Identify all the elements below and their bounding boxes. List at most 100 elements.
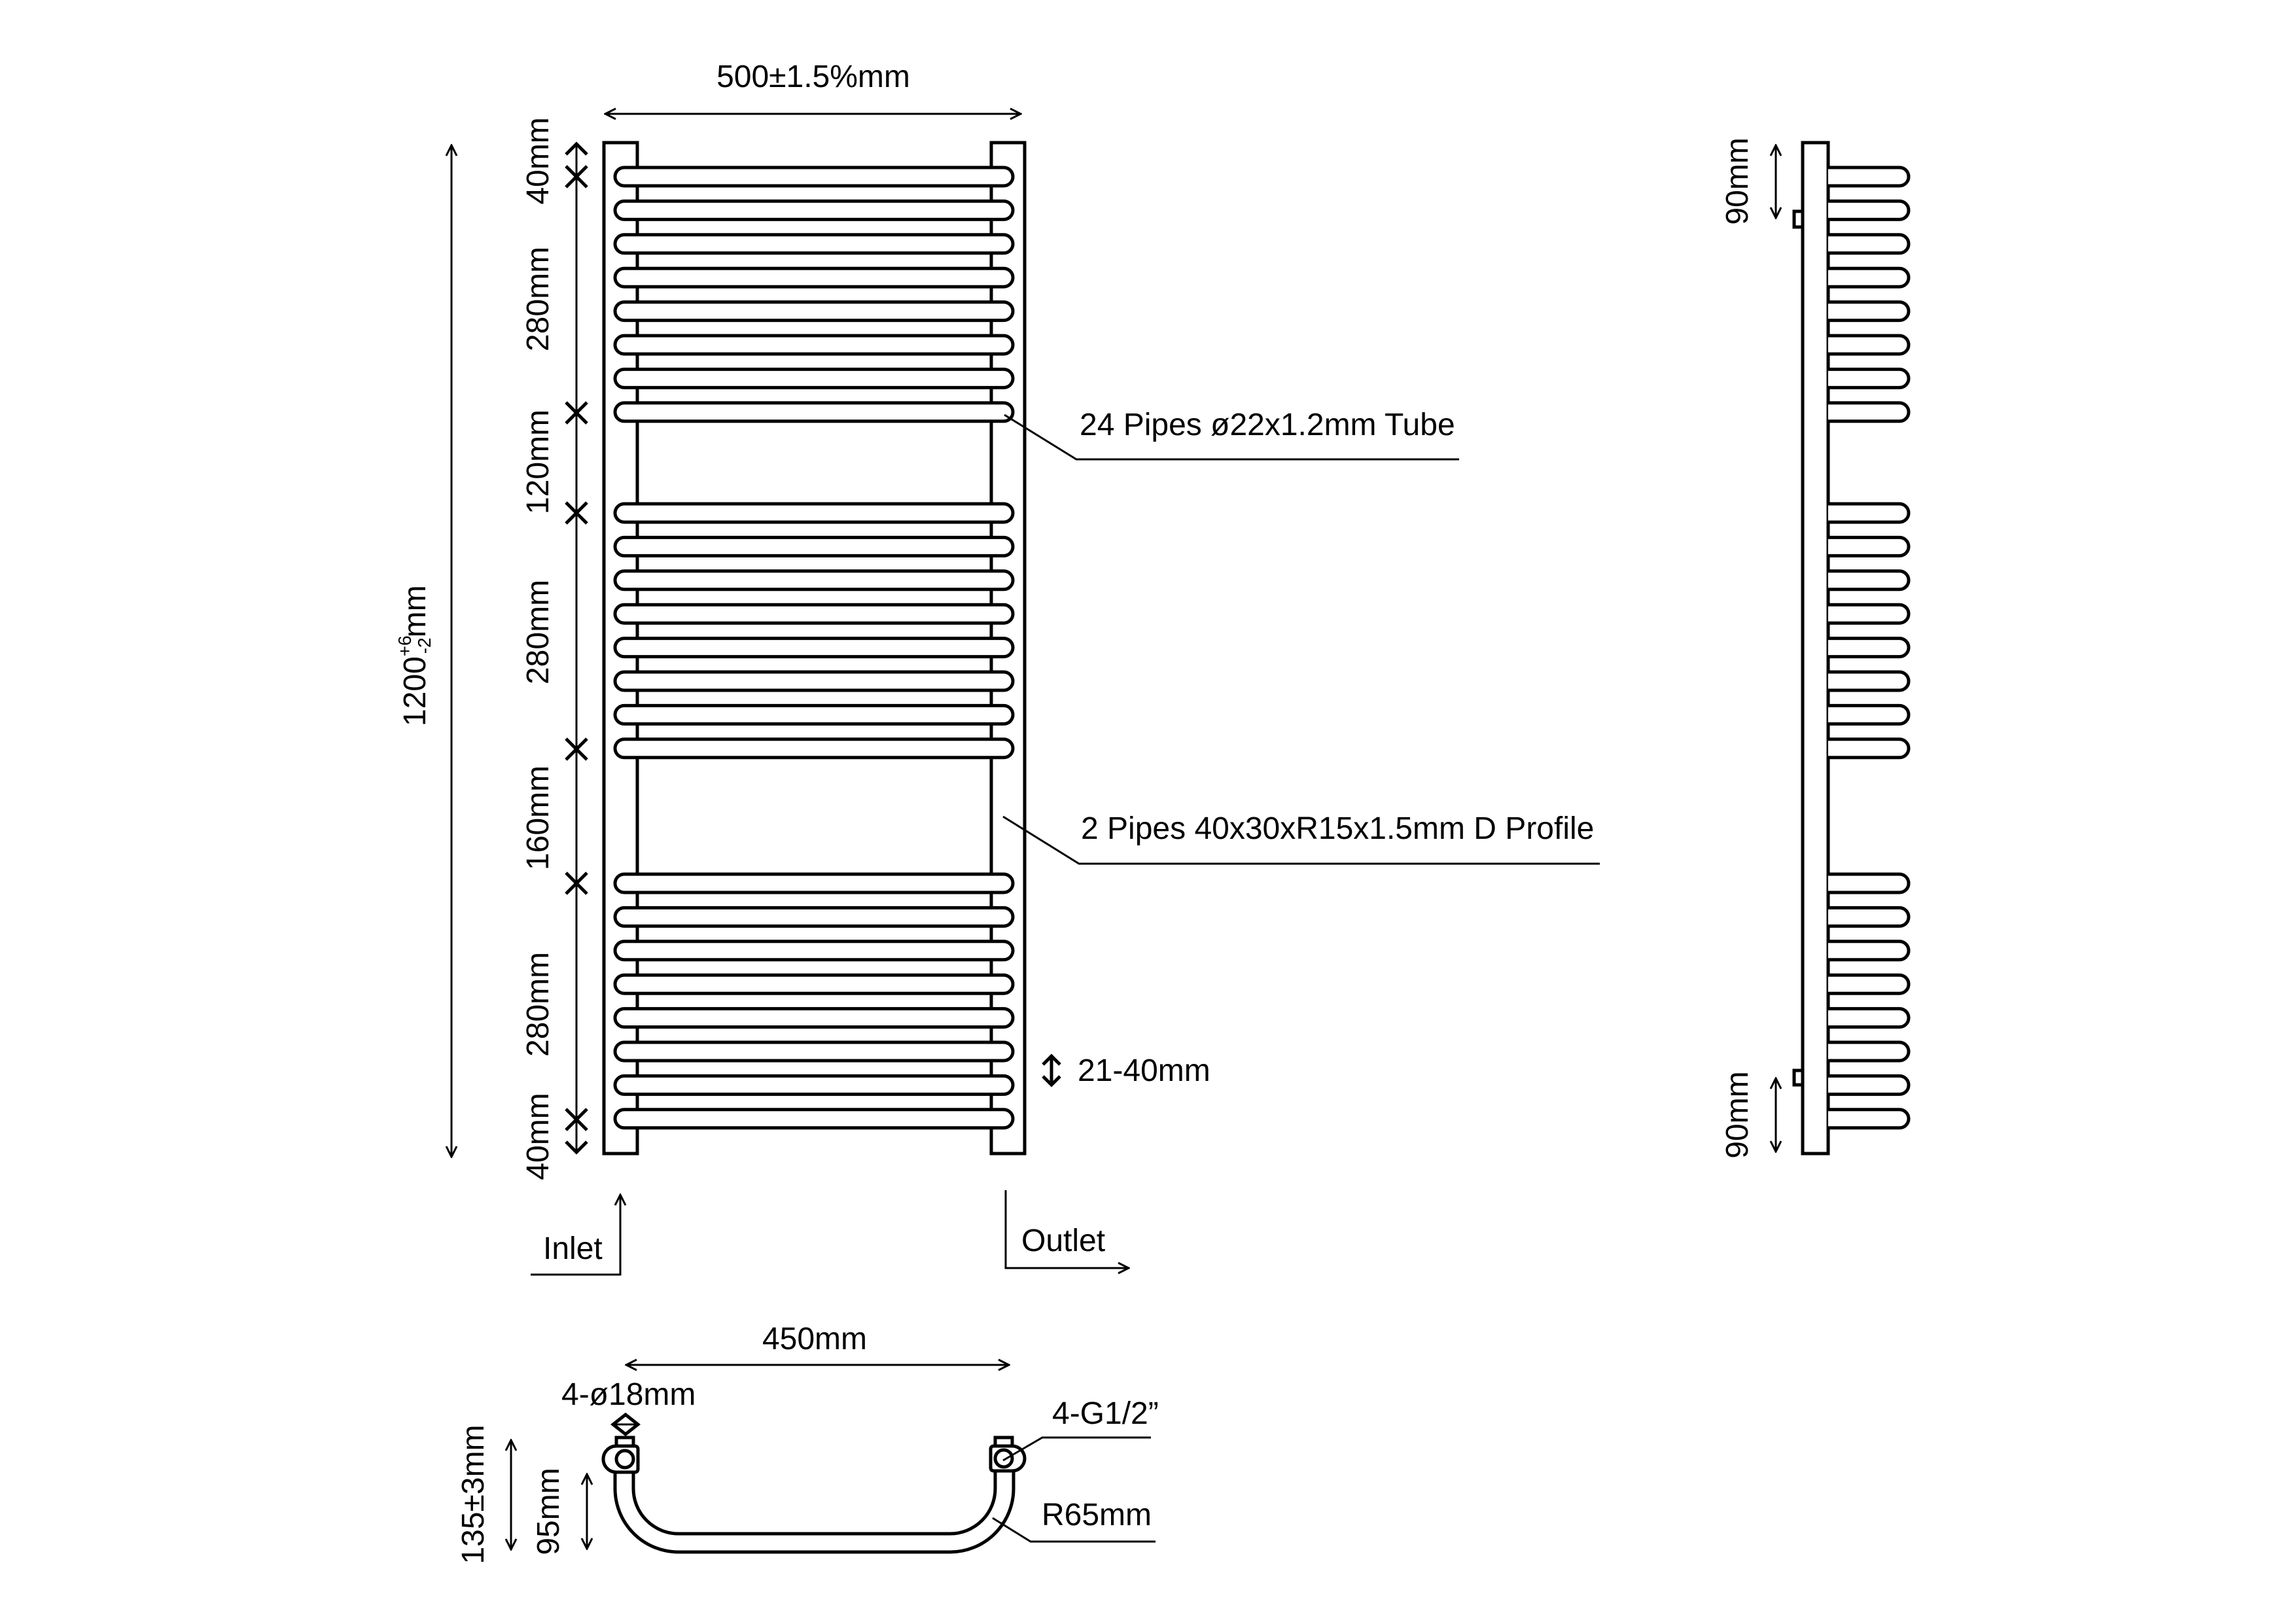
side-tube [1828,906,1911,928]
height-label: 1200+6-2mm [395,585,434,726]
tubes-callout-label: 24 Pipes ø22x1.2mm Tube [1080,408,1455,442]
height-tolerance-minus: -2 [414,637,434,654]
segment-tick [565,165,588,188]
front-tube [613,1040,1015,1063]
side-tube [1828,233,1911,255]
inlet-arrow [531,1195,620,1276]
outlet-label: Outlet [1021,1224,1105,1258]
side-view: 90mm 90mm [1720,137,1911,1159]
profile-callout: 2 Pipes 40x30xR15x1.5mm D Profile [1002,811,1600,865]
front-tube [613,906,1015,928]
segment-tick [565,1108,588,1131]
front-tube [613,973,1015,995]
front-tube [613,703,1015,726]
segment-tick [565,501,588,525]
side-tube [1828,703,1911,726]
tubes-callout: 24 Pipes ø22x1.2mm Tube [1004,408,1459,461]
height-dimension: 1200+6-2mm [395,145,451,1157]
radius-leader-line [992,1517,1156,1543]
side-tube [1828,737,1911,760]
side-tube [1828,401,1911,423]
segment-label: 40mm [521,1093,556,1180]
tubes-leader-line [1004,414,1459,461]
segment-tick [565,141,588,156]
side-tube [1828,940,1911,962]
side-tube [1828,1108,1911,1130]
front-tube [613,940,1015,962]
centers-label: 450mm [762,1322,867,1356]
gap-callout-label: 21-40mm [1078,1053,1210,1088]
front-tubes [613,143,1015,1154]
side-tube [1828,266,1911,289]
width-label: 500±1.5%mm [716,60,910,94]
front-tube [613,1007,1015,1029]
top-wall-bracket [1792,209,1805,229]
diamond-icon [610,1412,641,1437]
right-fitting-port [993,1448,1014,1469]
left-fitting-port [614,1449,635,1470]
side-tube [1828,166,1911,188]
front-tube [613,1108,1015,1130]
bottom-wall-bracket [1792,1068,1805,1087]
segment-tick [565,401,588,425]
front-tube [613,502,1015,524]
front-tube [613,367,1015,389]
height-unit: mm [398,585,433,637]
profile-leader-line [1002,815,1600,865]
side-tube [1828,603,1911,625]
front-tube [613,233,1015,255]
side-tube [1828,973,1911,995]
u-pipe-inner [631,1472,997,1536]
side-tube [1828,1074,1911,1096]
front-tube [613,637,1015,659]
front-tube [613,603,1015,625]
gap-callout: 21-40mm [1042,1053,1210,1088]
left-valve-fitting [601,1436,640,1474]
top-view: 450mm 4-ø18mm 4-G1/2” R65mm 135±3mm 95mm [456,1322,1159,1564]
side-bar [1801,141,1830,1156]
side-tube [1828,535,1911,557]
inlet-label: Inlet [543,1231,603,1266]
front-tube [613,199,1015,221]
front-tube [613,670,1015,692]
front-tube [613,1074,1015,1096]
inlet-marker: Inlet [531,1195,620,1276]
side-tube [1828,670,1911,692]
segment-label: 120mm [521,410,556,514]
front-tube [613,872,1015,894]
radius-label: R65mm [1042,1498,1152,1532]
side-tube [1828,872,1911,894]
right-valve-fitting [989,1436,1027,1473]
segment-label: 280mm [521,952,556,1057]
segment-tick [565,872,588,895]
side-tube [1828,334,1911,356]
height-tolerance-plus: +6 [395,635,415,656]
front-tube [613,266,1015,289]
side-tube [1828,1040,1911,1063]
segment-label: 280mm [521,247,556,351]
width-dimension: 500±1.5%mm [605,60,1021,114]
side-tube [1828,637,1911,659]
segment-label: 40mm [521,117,556,204]
segment-tick [565,1140,588,1155]
side-tube [1828,367,1911,389]
side-tube [1828,502,1911,524]
front-tube [613,569,1015,591]
hole-diameter-icon [610,1412,641,1437]
thread-label: 4-G1/2” [1052,1396,1159,1431]
front-tube [613,334,1015,356]
side-tubes [1828,166,1911,1130]
front-tube [613,166,1015,188]
outlet-arrow [1004,1190,1129,1268]
front-tube [613,401,1015,423]
outlet-marker: Outlet [1004,1190,1129,1268]
gap-double-arrow-icon [1042,1053,1061,1087]
segment-label: 160mm [521,766,556,870]
thread-leader-line [1002,1436,1151,1462]
hole-label: 4-ø18mm [561,1377,696,1412]
front-tube [613,737,1015,760]
segment-tick [565,737,588,761]
side-tube [1828,300,1911,323]
